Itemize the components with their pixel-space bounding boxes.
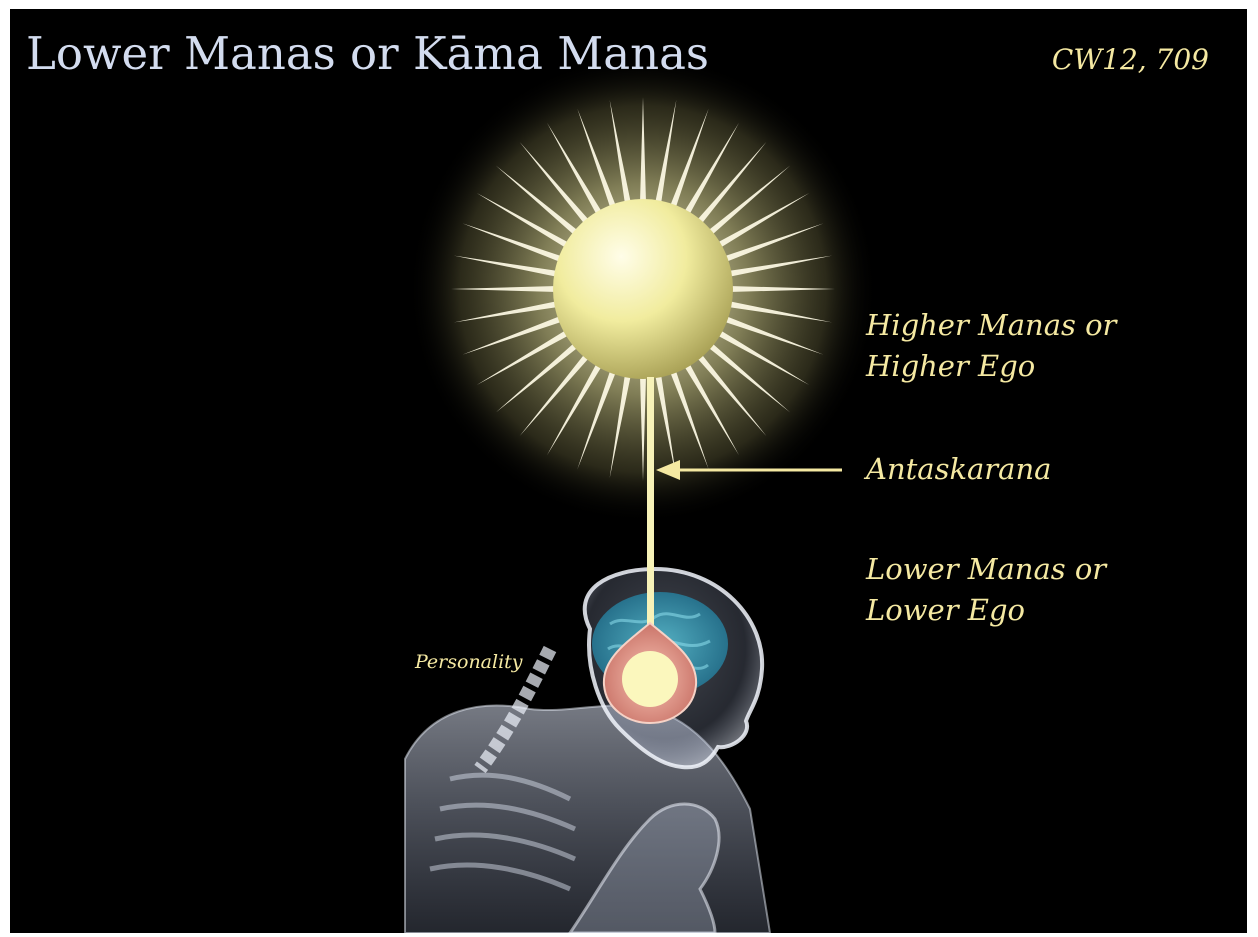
antaskarana-label: Antaskarana	[866, 449, 1051, 490]
lower-manas-label-line1: Lower Manas or	[866, 549, 1106, 590]
lower-manas-label: Lower Manas or Lower Ego	[866, 549, 1106, 631]
reference-citation: CW12, 709	[1052, 43, 1209, 76]
antaskarana-thread	[647, 377, 654, 647]
illustration	[10, 9, 1247, 933]
personality-label: Personality	[415, 650, 523, 674]
lower-manas-label-line2: Lower Ego	[866, 590, 1106, 631]
slide: Lower Manas or Kāma Manas CW12, 709 High…	[10, 9, 1247, 933]
slide-title: Lower Manas or Kāma Manas	[26, 29, 709, 79]
higher-manas-label-line2: Higher Ego	[866, 346, 1116, 387]
higher-manas-label: Higher Manas or Higher Ego	[866, 305, 1116, 387]
lower-manas-orb	[622, 651, 678, 707]
higher-manas-label-line1: Higher Manas or	[866, 305, 1116, 346]
antaskarana-label-text: Antaskarana	[866, 449, 1051, 490]
higher-manas-orb	[553, 199, 733, 379]
